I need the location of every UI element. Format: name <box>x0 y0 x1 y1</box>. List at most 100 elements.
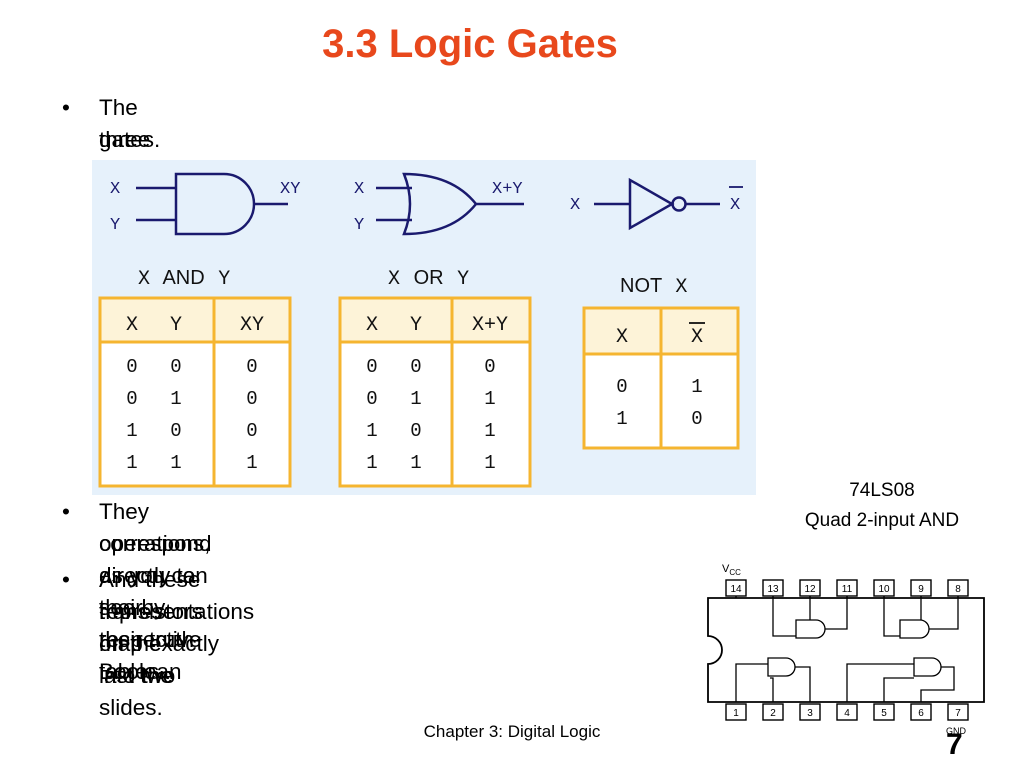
and-cell: 0 <box>126 388 137 410</box>
pin-number: 5 <box>881 708 887 719</box>
pin-number: 7 <box>955 708 961 719</box>
bullet-3-line-1: And these representations map exactly in… <box>99 567 255 688</box>
chip-caption-line-2: Quad 2-input AND <box>804 510 960 531</box>
pin-number: 6 <box>918 708 924 719</box>
chip-pinout-svg: VCC 14 13 12 11 10 9 8 1 <box>707 563 985 736</box>
not-th-x: X <box>616 326 628 349</box>
not-cell: 1 <box>616 408 627 430</box>
not-cell: 0 <box>616 376 627 398</box>
bullet-2-line-2: operations, as you can see by their trut… <box>99 531 211 684</box>
pin-number: 4 <box>844 708 850 719</box>
or-input-x: X <box>354 180 364 199</box>
bullet-marker: • <box>62 567 70 592</box>
bullet-marker: • <box>62 95 70 120</box>
or-cell: 1 <box>410 452 421 474</box>
or-cell: 0 <box>366 356 377 378</box>
and-cell: 1 <box>126 420 137 442</box>
or-th-y: Y <box>410 314 422 337</box>
and-cell: 1 <box>246 452 257 474</box>
and-cell: 0 <box>126 356 137 378</box>
pin-number: 11 <box>842 584 853 595</box>
not-cell: 1 <box>691 376 702 398</box>
chip-diagram: VCC 14 13 12 11 10 9 8 1 <box>692 560 992 745</box>
or-th-x: X <box>366 314 378 337</box>
or-caption: X OR Y <box>388 267 469 291</box>
and-cell: 0 <box>170 420 181 442</box>
and-caption-x: X <box>138 268 150 291</box>
pin-number: 9 <box>918 584 924 595</box>
bullet-marker: • <box>62 499 70 524</box>
and-output-label: XY <box>280 180 300 199</box>
chip-internal-wiring <box>735 598 959 702</box>
and-cell: 1 <box>126 452 137 474</box>
or-cell: 1 <box>366 452 377 474</box>
and-gate-symbol <box>136 172 288 236</box>
vcc-label: VCC <box>722 563 741 577</box>
and-cell: 0 <box>246 356 257 378</box>
and-cell: 0 <box>246 420 257 442</box>
pin-number: 13 <box>767 584 779 595</box>
not-th-out: X <box>691 326 703 349</box>
not-caption-op: NOT <box>620 275 662 297</box>
and-cell: 1 <box>170 388 181 410</box>
and-caption-op: AND <box>162 267 204 289</box>
and-cell: 0 <box>246 388 257 410</box>
pin-number: 12 <box>804 584 816 595</box>
pin-number: 8 <box>955 584 961 595</box>
chip-bottom-pin-boxes <box>725 703 969 721</box>
bullet-3-line-2: transistors on the last two slides. <box>99 599 203 720</box>
pin-number: 14 <box>730 584 742 595</box>
or-output-label: X+Y <box>492 180 523 199</box>
or-cell: 1 <box>366 420 377 442</box>
and-th-y: Y <box>170 314 182 337</box>
and-cell: 0 <box>170 356 181 378</box>
or-caption-op: OR <box>414 267 444 289</box>
not-output-label: X <box>730 196 740 215</box>
and-cell: 1 <box>170 452 181 474</box>
chip-caption-line-1: 74LS08 <box>849 480 915 501</box>
pin-number: 2 <box>770 708 776 719</box>
gates-diagram: X Y XY X Y X+Y X X X AND Y X OR Y <box>98 172 743 488</box>
and-th-x: X <box>126 314 138 337</box>
vcc-label-main: V <box>722 563 730 575</box>
not-gate-symbol <box>594 177 720 231</box>
and-caption-y: Y <box>218 268 230 291</box>
vcc-label-sub: CC <box>729 568 741 577</box>
pin-number: 3 <box>807 708 813 719</box>
and-input-x: X <box>110 180 120 199</box>
chip-top-pin-boxes <box>725 579 969 597</box>
and-truth-table: X Y XY 0 0 0 0 1 0 1 0 0 1 1 1 <box>98 296 292 488</box>
or-cell: 1 <box>484 420 495 442</box>
or-caption-y: Y <box>457 268 469 291</box>
not-caption: NOT X <box>620 275 687 299</box>
bullet-2-line-1: They correspond directly to their respec… <box>99 499 212 684</box>
or-cell: 1 <box>484 452 495 474</box>
or-caption-x: X <box>388 268 400 291</box>
bullet-1-line-2: gates. <box>99 127 161 152</box>
chip-body <box>707 597 985 703</box>
or-cell: 0 <box>410 356 421 378</box>
pin-number: 10 <box>878 584 890 595</box>
and-input-y: Y <box>110 216 120 235</box>
not-truth-table: X X 0 1 1 0 <box>582 306 740 450</box>
or-input-y: Y <box>354 216 364 235</box>
or-gate-symbol <box>376 172 524 236</box>
and-th-out: XY <box>240 314 264 337</box>
pin-number: 1 <box>733 708 739 719</box>
slide-title: 3.3 Logic Gates <box>322 22 618 66</box>
or-truth-table: X Y X+Y 0 0 0 0 1 1 1 0 1 1 1 1 <box>338 296 532 488</box>
not-caption-x: X <box>675 276 687 299</box>
or-th-out: X+Y <box>472 314 508 337</box>
page-number: 7 <box>946 728 963 761</box>
or-cell: 0 <box>484 356 495 378</box>
gnd-label: GND <box>946 726 967 736</box>
not-cell: 0 <box>691 408 702 430</box>
and-caption: X AND Y <box>138 267 230 291</box>
or-cell: 0 <box>410 420 421 442</box>
or-cell: 0 <box>366 388 377 410</box>
slide-footer: Chapter 3: Digital Logic <box>423 722 601 741</box>
or-cell: 1 <box>484 388 495 410</box>
logic-gates-figure: X Y XY X Y X+Y X X X AND Y X OR Y <box>92 160 756 495</box>
not-input-x: X <box>570 196 580 215</box>
or-cell: 1 <box>410 388 421 410</box>
